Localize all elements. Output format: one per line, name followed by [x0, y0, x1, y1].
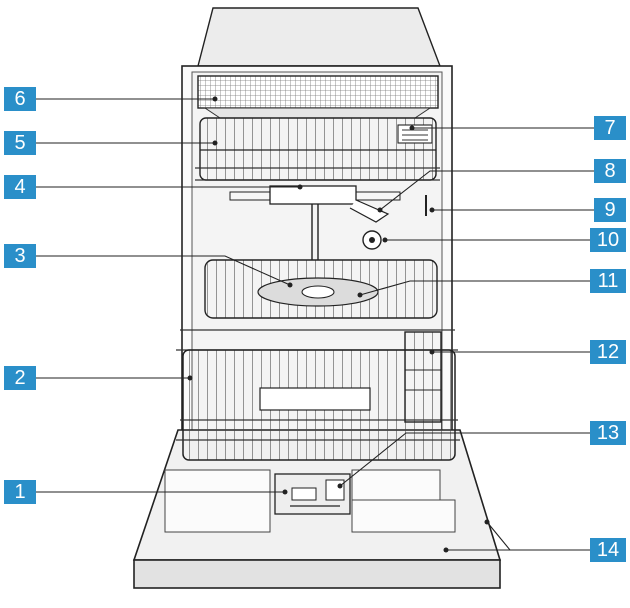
- lower-basket-art: [176, 259, 460, 461]
- label-10: 10: [590, 228, 626, 252]
- label-14: 14: [590, 538, 626, 562]
- leader-line-14: [446, 521, 596, 551]
- open-door: [132, 429, 502, 589]
- upper-basket-art: [195, 117, 440, 181]
- leader-line-11: [359, 280, 596, 296]
- label-2: 2: [4, 366, 36, 390]
- label-13: 13: [590, 421, 626, 445]
- cutlery-drawer-art: [197, 75, 439, 119]
- label-1: 1: [4, 480, 36, 504]
- label-12: 12: [590, 340, 626, 364]
- label-3: 3: [4, 244, 36, 268]
- label-7: 7: [594, 116, 626, 140]
- label-9: 9: [594, 198, 626, 222]
- countertop: [197, 7, 442, 67]
- label-8: 8: [594, 159, 626, 183]
- upper-spray-arm-art: [229, 185, 427, 260]
- leader-lines: [36, 98, 596, 551]
- label-11: 11: [590, 269, 626, 293]
- leader-line-3: [36, 255, 291, 286]
- label-4: 4: [4, 175, 36, 199]
- leader-line-13: [339, 432, 596, 487]
- label-6: 6: [4, 87, 36, 111]
- leader-line-8: [379, 170, 596, 211]
- label-5: 5: [4, 131, 36, 155]
- leader-dots: [187, 96, 490, 553]
